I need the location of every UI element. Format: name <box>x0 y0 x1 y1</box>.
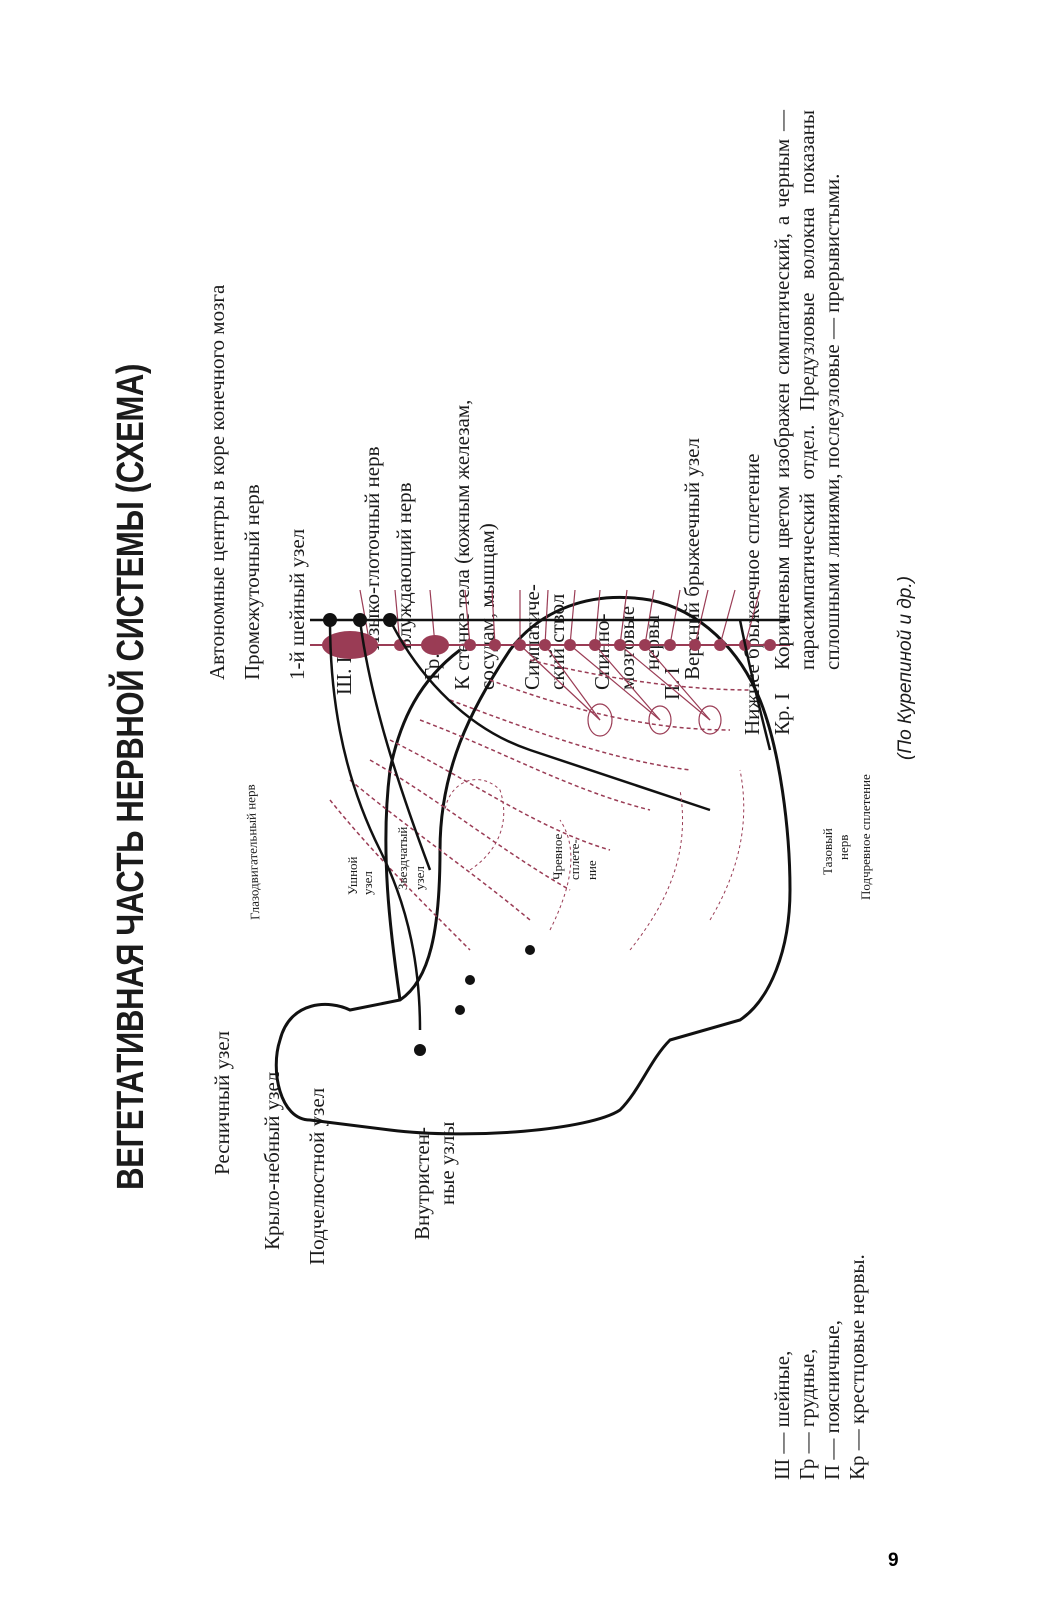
spinal-nerves <box>359 589 761 646</box>
sympathetic-postganglionic-fibers <box>329 659 751 951</box>
color-note: Коричневым цветом изображен симпатически… <box>770 110 844 670</box>
body-outline <box>274 595 792 1136</box>
autonomic-nervous-system-diagram <box>274 589 792 1136</box>
label-ciliary-ganglion: Ресничный узел <box>210 1030 234 1175</box>
legend-lumbar: П — поясничные, <box>820 1320 844 1480</box>
parasympathetic-ganglia <box>323 613 535 1056</box>
parasympathetic-fibers <box>310 618 790 1031</box>
label-hypogastric: Подчревное сплетение <box>858 774 873 900</box>
page-title: ВЕГЕТАТИВНАЯ ЧАСТЬ НЕРВНОЙ СИСТЕМЫ (СХЕМ… <box>110 364 152 1190</box>
legend-sacral: Кр — крестцовые нервы. <box>845 1254 869 1480</box>
label-intermediate-nerve: Промежуточный нерв <box>240 484 264 680</box>
label-autonomic-centers: Автономные центры в коре конечного мозга <box>205 284 229 680</box>
rotated-figure-sheet: ВЕГЕТАТИВНАЯ ЧАСТЬ НЕРВНОЙ СИСТЕМЫ (СХЕМ… <box>80 50 960 1480</box>
label-oculomotor-nerve: Глазодвигательный нерв <box>242 784 263 921</box>
legend-cervical: Ш — шейные, <box>770 1350 794 1480</box>
celiac-plexus <box>519 644 722 737</box>
page-number: 9 <box>888 1550 899 1571</box>
legend-thoracic: Гр — грудные, <box>795 1348 819 1480</box>
visceral-organs <box>444 769 745 951</box>
abbreviation-legend: Ш — шейные, Гр — грудные, П — поясничные… <box>770 1254 870 1480</box>
figure-credit: (По Курепиной и др.) <box>895 576 916 760</box>
label-pelvic-2: нерв <box>836 834 851 860</box>
